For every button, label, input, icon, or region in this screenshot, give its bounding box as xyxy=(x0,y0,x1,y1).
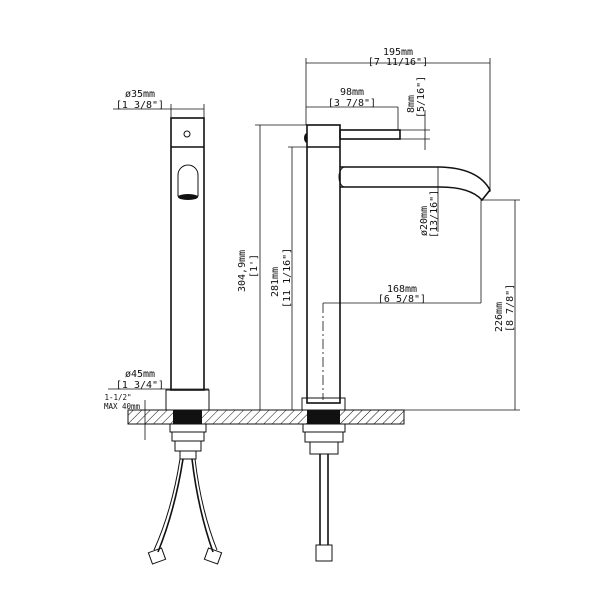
spout-height-inch: [11 1/16"] xyxy=(282,248,293,308)
base-diameter-inch: [1 3/4"] xyxy=(116,380,164,391)
cartridge-hole-icon xyxy=(183,130,191,138)
spout-reach-inch: [6 5/8"] xyxy=(378,294,426,305)
hose-nut-left xyxy=(147,547,167,565)
overall-reach-inch: [7 11/16"] xyxy=(368,57,428,68)
spout-reach-mm: 168mm xyxy=(387,284,417,295)
spout xyxy=(340,166,491,202)
handle-lever xyxy=(339,129,401,140)
spout-diameter-inch: [13/16"] xyxy=(429,190,440,238)
body-diameter-inch: [1 3/8"] xyxy=(116,100,164,111)
aerator-slot xyxy=(177,164,199,197)
overall-reach-mm: 195mm xyxy=(383,47,413,58)
spout-diameter-mm: ø20mm xyxy=(419,206,430,236)
body-diameter-mm: ø35mm xyxy=(125,89,155,100)
handle-thickness-mm: 8mm xyxy=(406,95,417,113)
dimension-lines xyxy=(108,58,520,440)
handle-length-mm: 98mm xyxy=(340,87,364,98)
countertop-max-line2: MAX 40mm xyxy=(104,402,141,411)
hose-nut xyxy=(315,544,333,562)
spout-clearance-inch: [8 7/8"] xyxy=(505,284,516,332)
hose-nut-right xyxy=(203,547,223,565)
front-base-plate xyxy=(165,389,210,411)
countertop xyxy=(127,409,405,425)
handle-thickness-inch: [5/16"] xyxy=(416,76,427,118)
spout-clearance-mm: 226mm xyxy=(494,302,505,332)
countertop-max-line1: 1-1/2" xyxy=(104,393,131,402)
front-view xyxy=(147,117,223,565)
base-diameter-mm: ø45mm xyxy=(125,369,155,380)
spout-height-mm: 281mm xyxy=(270,267,281,297)
handle-length-inch: [3 7/8"] xyxy=(328,98,376,109)
overall-height-mm: 304,9mm xyxy=(237,250,248,292)
overall-height-inch: [1'] xyxy=(249,254,260,278)
side-base-plate xyxy=(301,397,346,411)
side-view xyxy=(301,124,491,562)
